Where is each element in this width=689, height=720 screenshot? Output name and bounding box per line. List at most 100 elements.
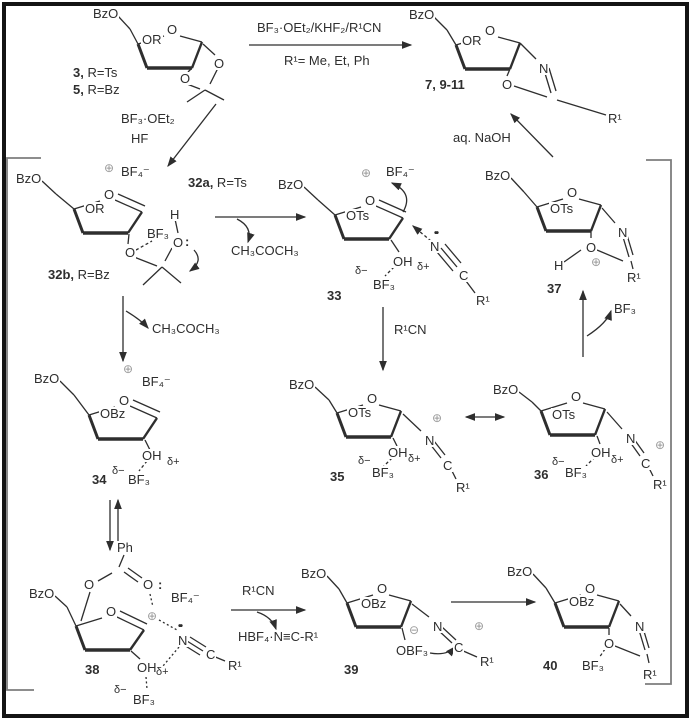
c39-obz-label: OBz [360,596,388,611]
c40-obz-label: OBz [568,594,596,609]
top-arrow-reagents-label: BF₃·OEt₂/KHF₂/R¹CN [256,20,383,35]
c38-r1-label: R¹ [227,658,243,673]
c34-obz-label: OBz [99,406,127,421]
bf3-leaving-label: BF₃ [613,301,637,316]
c3-5-dioxolane-oxygen-left-label: O [179,71,192,86]
c36-plus-charge-icon: ⊕ [655,438,666,452]
c38-bf4-anion-label: BF₄⁻ [171,590,200,605]
c35-bf3-label: BF₃ [371,465,395,480]
c33-nitrile-lone-pair-icon: •• [434,228,439,239]
c39-plus-charge-icon: ⊕ [474,619,485,633]
c5-substituent: R=Bz [83,82,120,97]
c7-ring-oxygen-label: O [484,23,497,38]
acetone-byproduct-label-2: CH₃COCH₃ [151,321,221,336]
c38-carbonyl-oxygen-label: O [142,577,155,592]
c38-ester-oxygen-label: O [83,577,96,592]
c34-number: 34 [91,472,108,487]
c37-ring-oxygen-label: O [566,185,579,200]
c35-r1-label: R¹ [455,480,471,495]
c32-oxygen-lone-pair-icon: : [185,234,190,249]
c34-bzo-label: BzO [33,371,61,386]
c34-delta-plus-label: δ+ [167,456,180,468]
c33-nitrile-n-label: N [429,239,441,254]
c34-bf3-label: BF₃ [127,472,151,487]
c38-nitrile-n-label: N [177,633,189,648]
c7-9-11-number: 7, 9-11 [424,77,466,92]
c37-bzo-label: BzO [484,168,512,183]
c33-oh-label: OH [392,254,414,269]
r1cn-reagent-label-1: R¹CN [393,322,428,337]
c38-oh-label: OH [136,660,158,675]
c3-5-or-label: OR [141,32,163,47]
compound-36-skeleton [518,391,654,477]
c36-delta-minus-label: δ− [552,456,565,468]
c38-nitrile-lone-pair-icon: •• [178,621,183,632]
c35-ring-oxygen-label: O [366,391,379,406]
hbf4-byproduct-label: HBF₄·N≡C-R¹ [237,629,320,644]
c39-ring-oxygen-label: O [376,581,389,596]
c32-plus-charge-icon: ⊕ [104,161,115,175]
c35-ots-label: OTs [347,405,373,420]
c36-oh-label: OH [590,445,612,460]
c36-bzo-label: BzO [492,382,520,397]
compound-35-skeleton [314,386,457,480]
c32b-label: 32b, R=Bz [47,268,111,281]
mechanism-brackets [6,157,672,691]
c38-nitrile-c-label: C [205,647,217,662]
compound-34-skeleton [59,380,161,472]
c36-number: 36 [533,467,550,482]
c33-bzo-label: BzO [277,177,305,192]
c32b-substituent: R=Bz [74,267,110,282]
c34-bf4-anion-label: BF₄⁻ [142,374,171,389]
c33-bf4-anion-label: BF₄⁻ [386,164,415,179]
c32-bzo-label: BzO [15,171,43,186]
c35-delta-plus-label: δ+ [408,453,421,465]
c40-ring-oxygen-label: O [584,581,597,596]
c35-bzo-label: BzO [288,377,316,392]
c35-c-label: C [442,458,454,473]
c35-n-label: N [424,433,436,448]
c37-plus-charge-icon: ⊕ [591,255,602,269]
c7-or-label: OR [461,33,483,48]
c39-n-label: N [432,619,444,634]
c35-delta-minus-label: δ− [358,455,371,467]
c38-delta-minus-label: δ− [114,684,127,696]
c32-bf4-anion-label: BF₄⁻ [121,164,150,179]
c40-bf3-label: BF₃ [581,658,605,673]
c33-ring-oxygen-label: O [364,193,377,208]
c3-label: 3, R=Ts [72,66,119,79]
arrow-32-to-33 [215,213,307,244]
c33-plus-charge-icon: ⊕ [361,166,372,180]
c36-r1-label: R¹ [652,477,668,492]
c5-number: 5, [73,82,84,97]
c35-plus-charge-icon: ⊕ [432,411,443,425]
c36-ring-oxygen-label: O [570,389,583,404]
arrow-38-to-39 [231,606,307,631]
top-arrow-r1-definition-label: R¹= Me, Et, Ph [283,53,371,68]
compound-7-9-11-skeleton [433,16,607,158]
r1cn-reagent-label-2: R¹CN [241,583,276,598]
compound-39-skeleton [326,575,478,658]
c34-ring-oxygen-label: O [118,393,131,408]
c7-r1-label: R¹ [607,111,623,126]
c38-bzo-label: BzO [28,586,56,601]
c34-delta-minus-label: δ− [112,465,125,477]
c37-number: 37 [546,281,563,296]
c32a-substituent: R=Ts [213,175,247,190]
c39-minus-charge-icon: ⊖ [409,623,420,637]
c39-obf3-label: OBF₃ [395,643,430,658]
c32-bf3-label: BF₃ [146,226,170,241]
c40-r1-label: R¹ [642,667,658,682]
c37-o-label: O [585,240,598,255]
c39-number: 39 [343,662,360,677]
c40-bzo-label: BzO [506,564,534,579]
c3-5-bzo-label: BzO [92,6,120,21]
c38-plus-charge-icon: ⊕ [147,609,158,623]
c40-n-label: N [634,619,646,634]
compound-37-skeleton [510,177,634,357]
c5-label: 5, R=Bz [72,83,121,96]
c33-bf3-label: BF₃ [372,277,396,292]
c32-ring-oxygen-label: O [103,187,116,202]
c38-bf3-label: BF₃ [132,692,156,707]
